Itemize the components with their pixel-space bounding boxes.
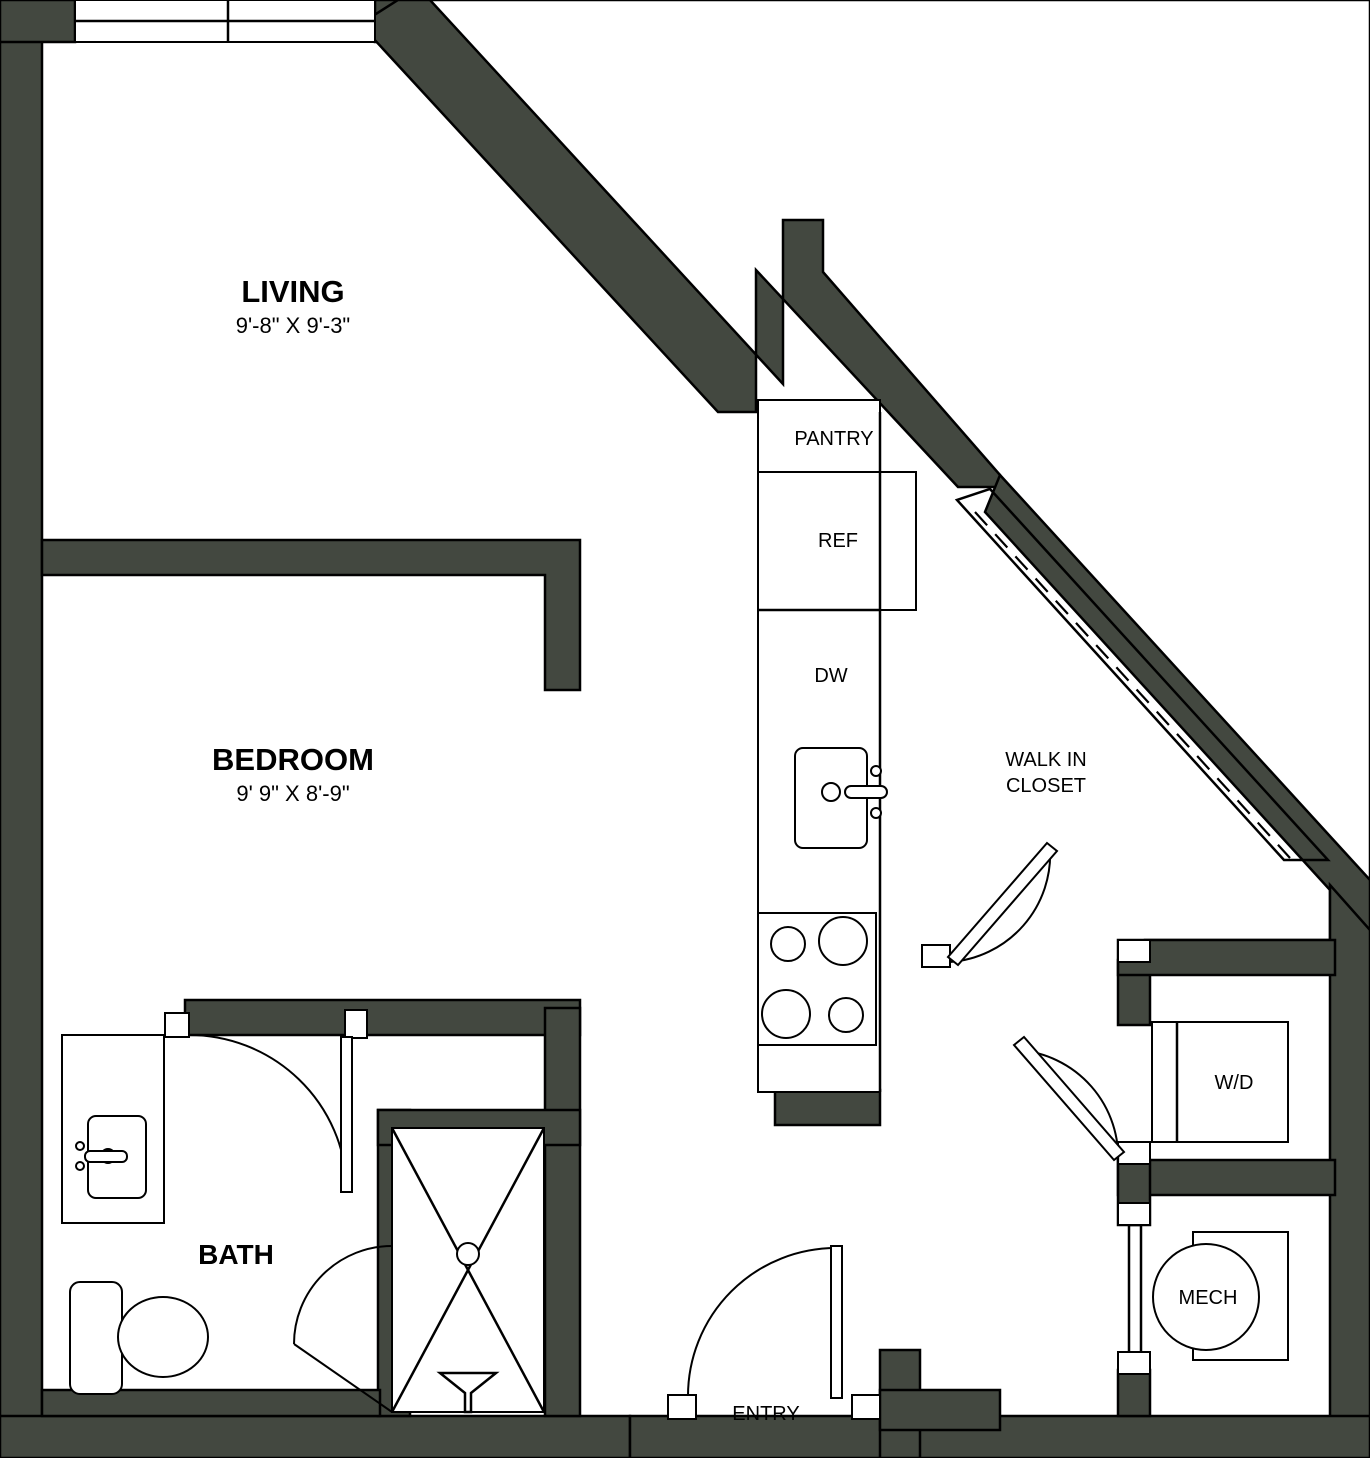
bathroom-fixtures (61, 1034, 209, 1395)
wall-bath-bottom (40, 1388, 382, 1418)
bathroom-vanity-sink (75, 1115, 147, 1199)
kitchen-sink (794, 747, 888, 849)
walk-in-closet-label-line2: CLOSET (1006, 775, 1086, 797)
bedroom-dimensions: 9' 9" X 8'-9" (236, 781, 349, 806)
wall-bedroom-south (183, 998, 582, 1037)
shower-head (436, 1371, 500, 1414)
door-swings (188, 841, 1126, 1413)
washer-dryer (1151, 1021, 1289, 1143)
bathroom-door[interactable] (188, 1034, 353, 1193)
living-room-label: LIVING (241, 274, 344, 309)
refrigerator (757, 471, 917, 611)
refrigerator-label: REF (818, 530, 858, 552)
washer-dryer-closet-door[interactable] (1012, 1035, 1126, 1165)
pantry-cabinet (757, 399, 881, 473)
walk-in-closet-label-line1: WALK IN (1005, 749, 1087, 771)
living-room-window (74, 0, 376, 43)
closet-shelf-rod (954, 487, 1331, 862)
wall-diagonal-upper (358, 0, 1002, 489)
dishwasher-label: DW (814, 665, 847, 687)
living-room-dimensions: 9'-8" X 9'-3" (236, 313, 351, 338)
wall-entry-right-nub2 (878, 1388, 1002, 1432)
wall-right-exterior (1328, 881, 1370, 1458)
bath-label: BATH (198, 1239, 274, 1270)
wall-kitchen-south-end (773, 1088, 882, 1127)
wall-left-exterior (0, 0, 44, 1458)
kitchen (757, 399, 917, 1093)
wall-bath-shower-partition (543, 1006, 582, 1418)
door-jambs (164, 939, 1151, 1420)
cooktop (757, 912, 877, 1046)
mechanical-closet-door[interactable] (1127, 1223, 1143, 1372)
wall-mech-closet-left-lower (1116, 1368, 1152, 1418)
toilet (69, 1281, 209, 1395)
mechanical-unit (1152, 1243, 1260, 1351)
wall-wd-right-top (1116, 938, 1337, 977)
bedroom-label: BEDROOM (212, 742, 374, 777)
wall-bottom-exterior (0, 1414, 632, 1458)
utility-closets (1127, 1021, 1289, 1372)
wall-top-exterior (0, 0, 77, 44)
shower-door[interactable] (293, 1245, 393, 1413)
shower-drain (456, 1242, 480, 1266)
wall-bedroom-living-partition (40, 538, 582, 692)
entry-label: ENTRY (732, 1403, 799, 1425)
pantry-label: PANTRY (794, 428, 873, 450)
washer-dryer-label: W/D (1215, 1072, 1254, 1094)
mechanical-label: MECH (1179, 1287, 1238, 1309)
entry-door[interactable] (687, 1245, 843, 1399)
room-labels: LIVING 9'-8" X 9'-3" BEDROOM 9' 9" X 8'-… (198, 274, 1253, 1425)
walk-in-closet-door[interactable] (946, 841, 1059, 967)
shower (390, 1127, 546, 1414)
